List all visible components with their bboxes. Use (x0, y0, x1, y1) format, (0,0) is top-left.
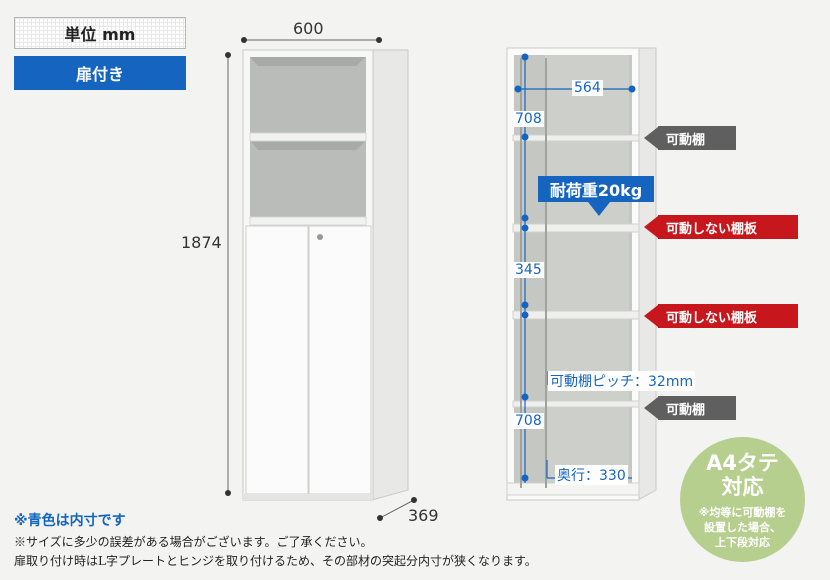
down-arrow-icon (588, 202, 610, 216)
fixed-shelf-callout-2: 可動しない棚板 (658, 304, 798, 328)
shelf-pitch-label: 可動棚ピッチ：32mm (548, 371, 696, 391)
unit-label: 単位 mm (14, 17, 186, 49)
size-tolerance-note: ※サイズに多少の誤差がある場合がございます。ご了承ください。 (14, 535, 373, 549)
height-dimension: 1874 (181, 233, 222, 252)
depth-dimension: 369 (408, 506, 439, 525)
door-hardware-note: 扉取り付け時はL字プレートとヒンジを取り付けるため、その部材の突起分内寸が狭くな… (14, 554, 537, 568)
door-type-label: 扉付き (14, 56, 186, 90)
badge-title-line1: A4タテ (706, 451, 779, 475)
width-dimension: 600 (293, 19, 324, 38)
badge-note-line1: ※均等に可動棚を (698, 506, 787, 519)
top-space-dimension: 708 (513, 111, 544, 127)
left-arrow-icon (644, 305, 658, 327)
fixed-shelf-callout-1: 可動しない棚板 (658, 215, 798, 239)
left-arrow-icon (644, 127, 658, 149)
left-arrow-icon (644, 216, 658, 238)
a4-compatible-badge: A4タテ 対応 ※均等に可動棚を 設置した場合、 上下段対応 (680, 437, 805, 562)
badge-note-line2: 設置した場合、 (704, 521, 781, 534)
movable-shelf-callout-bottom: 可動棚 (658, 396, 736, 420)
middle-space-dimension: 345 (513, 262, 544, 278)
movable-shelf-callout-top: 可動棚 (658, 126, 736, 150)
inner-depth-dimension: 奥行：330 (555, 465, 628, 485)
inner-dimension-note: ※青色は内寸です (14, 513, 126, 529)
load-capacity-label: 耐荷重20kg (538, 176, 654, 202)
left-arrow-icon (644, 397, 658, 419)
badge-title-line2: 対応 (721, 475, 764, 499)
badge-note-line3: 上下段対応 (715, 536, 770, 549)
inner-width-dimension: 564 (572, 80, 603, 96)
bottom-space-dimension: 708 (513, 413, 544, 429)
